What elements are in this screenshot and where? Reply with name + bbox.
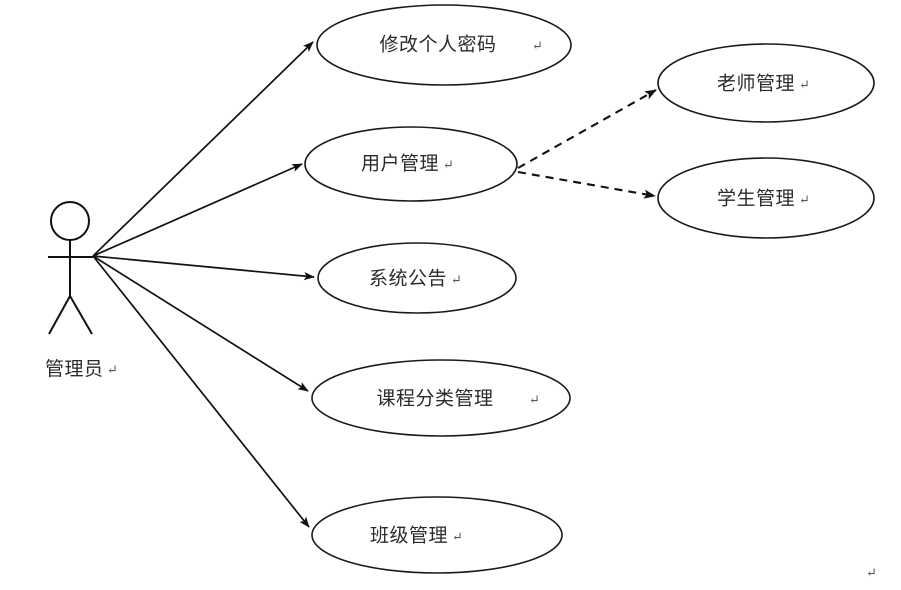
actor-head-icon xyxy=(50,201,90,241)
usecase-system-announcement[interactable]: 系统公告 ↵ xyxy=(317,242,517,314)
usecase-label-student-management: 学生管理 xyxy=(717,187,795,209)
usecase-pilcrow-teacher-management: ↵ xyxy=(799,77,810,92)
usecase-ellipse-user-management xyxy=(304,126,518,202)
dependency-user-to-teacher-management[interactable] xyxy=(517,89,657,169)
usecase-pilcrow-system-announcement: ↵ xyxy=(451,272,462,287)
usecase-course-category-management[interactable]: 课程分类管理 ↵ xyxy=(311,359,571,437)
usecase-change-password[interactable]: 修改个人密码 ↵ xyxy=(316,4,572,86)
usecase-ellipse-class-management xyxy=(311,496,563,574)
association-admin-to-change-password[interactable] xyxy=(92,41,314,257)
usecase-ellipse-student-management xyxy=(657,157,875,239)
usecase-pilcrow-user-management: ↵ xyxy=(443,157,454,172)
footer-pilcrow-icon: ↵ xyxy=(866,565,877,580)
usecase-label-teacher-management: 老师管理 xyxy=(717,72,795,94)
usecase-label-class-management: 班级管理 xyxy=(370,524,448,546)
association-admin-to-class-management[interactable] xyxy=(92,255,310,528)
usecase-pilcrow-class-management: ↵ xyxy=(452,529,463,544)
actor-left-leg-icon xyxy=(48,295,71,335)
usecase-ellipse-teacher-management xyxy=(657,43,875,123)
association-admin-to-system-announcement[interactable] xyxy=(92,255,315,281)
association-admin-to-course-category-management[interactable] xyxy=(92,255,309,392)
actor-right-leg-icon xyxy=(69,295,93,335)
usecase-ellipse-course-category-management xyxy=(311,359,571,437)
usecase-ellipse-change-password xyxy=(316,4,572,86)
usecase-label-course-category-management: 课程分类管理 xyxy=(376,387,493,409)
usecase-label-change-password: 修改个人密码 xyxy=(379,33,496,55)
usecase-user-management[interactable]: 用户管理 ↵ xyxy=(304,126,518,202)
usecase-pilcrow-student-management: ↵ xyxy=(799,192,810,207)
dependency-lines-group xyxy=(517,89,657,199)
usecase-class-management[interactable]: 班级管理 ↵ xyxy=(311,496,563,574)
association-admin-to-user-management[interactable] xyxy=(92,163,303,257)
actor-label-pilcrow-icon: ↵ xyxy=(107,362,118,377)
actor-label: 管理员 xyxy=(45,358,104,380)
usecase-pilcrow-change-password: ↵ xyxy=(532,38,543,53)
usecase-student-management[interactable]: 学生管理 ↵ xyxy=(657,157,875,239)
administrator-actor[interactable]: 管理员 ↵ xyxy=(45,201,118,380)
usecase-label-user-management: 用户管理 xyxy=(361,152,439,174)
dependency-user-to-student-management[interactable] xyxy=(517,170,656,199)
usecase-pilcrow-course-category-management: ↵ xyxy=(529,392,540,407)
association-lines-group xyxy=(92,41,315,528)
usecase-teacher-management[interactable]: 老师管理 ↵ xyxy=(657,43,875,123)
usecase-label-system-announcement: 系统公告 xyxy=(369,267,447,289)
usecase-ellipse-system-announcement xyxy=(317,242,517,314)
